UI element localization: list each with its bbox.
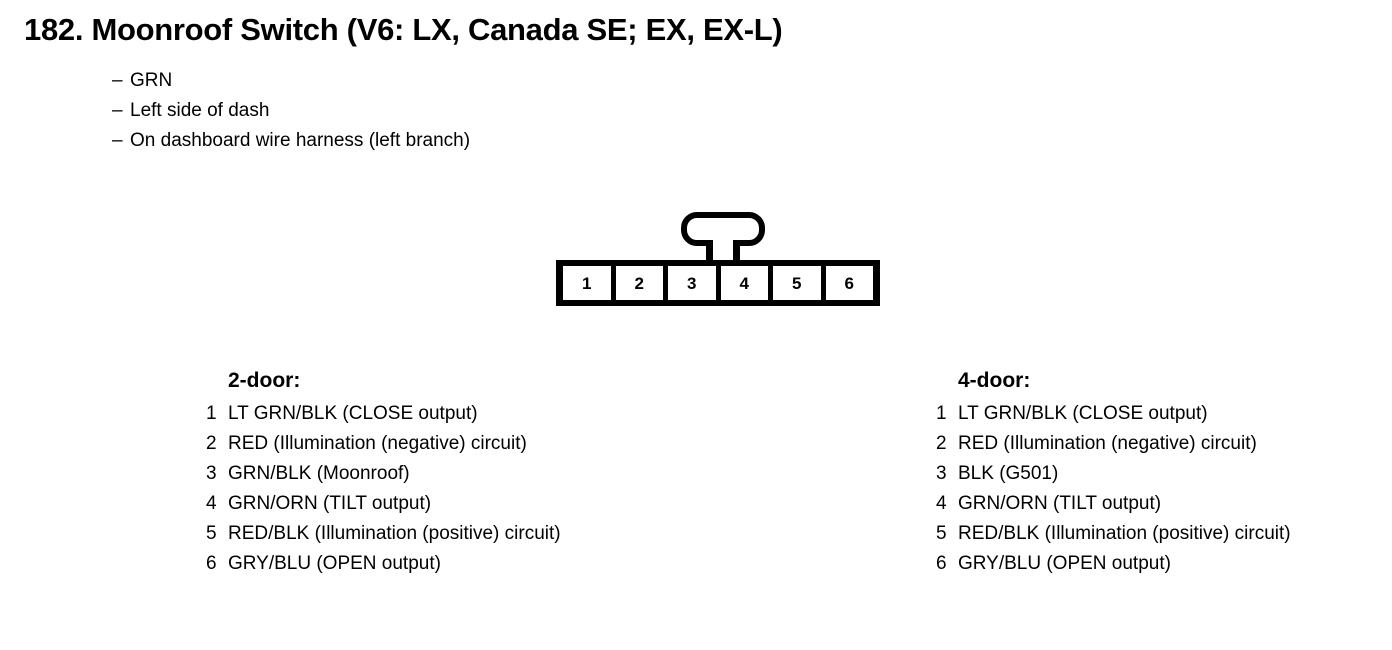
pin-description: GRN/ORN (TILT output) [958, 493, 1162, 514]
pin-table-heading: 4-door: [958, 369, 1031, 392]
pin-description: RED (Illumination (negative) circuit) [958, 433, 1257, 454]
connector-pin-6: 6 [825, 266, 873, 300]
connector-pin-4: 4 [720, 266, 768, 300]
connector-note: –Left side of dash [112, 96, 470, 126]
pin-description: GRY/BLU (OPEN output) [228, 553, 441, 574]
pin-number: 3 [936, 463, 947, 484]
pin-number: 5 [206, 523, 217, 544]
connector-pin-2: 2 [615, 266, 663, 300]
note-dash-marker: – [112, 130, 123, 151]
pin-description: BLK (G501) [958, 463, 1059, 484]
connector-pin-5: 5 [773, 266, 821, 300]
pin-description: RED/BLK (Illumination (positive) circuit… [958, 523, 1291, 544]
connector-note: –On dashboard wire harness (left branch) [112, 126, 470, 156]
pin-row: 1 LT GRN/BLK (CLOSE output) [206, 399, 561, 429]
pin-row: 4 GRN/ORN (TILT output) [206, 489, 561, 519]
pin-table-4-door: 4-door: 1 LT GRN/BLK (CLOSE output) 2 RED … [936, 370, 1291, 579]
pin-row: 3 BLK (G501) [936, 459, 1291, 489]
pin-table-2-door: 2-door: 1 LT GRN/BLK (CLOSE output) 2 RED … [206, 370, 561, 579]
pin-description: GRN/ORN (TILT output) [228, 493, 432, 514]
pin-number: 4 [206, 493, 217, 514]
pin-description: LT GRN/BLK (CLOSE output) [958, 403, 1208, 424]
pin-description: RED (Illumination (negative) circuit) [228, 433, 527, 454]
connector-pin-1: 1 [563, 266, 611, 300]
pin-number: 2 [206, 433, 217, 454]
pin-number: 3 [206, 463, 217, 484]
pin-row: 5 RED/BLK (Illumination (positive) circui… [936, 519, 1291, 549]
pin-table-heading: 2-door: [228, 369, 301, 392]
pin-row: 3 GRN/BLK (Moonroof) [206, 459, 561, 489]
connector-note: –GRN [112, 66, 470, 96]
pin-row: 6 GRY/BLU (OPEN output) [936, 549, 1291, 579]
pin-row: 2 RED (Illumination (negative) circuit) [206, 429, 561, 459]
pin-description: GRY/BLU (OPEN output) [958, 553, 1171, 574]
pin-row: 1 LT GRN/BLK (CLOSE output) [936, 399, 1291, 429]
pin-description: RED/BLK (Illumination (positive) circuit… [228, 523, 561, 544]
pin-number: 1 [206, 403, 217, 424]
note-dash-marker: – [112, 70, 123, 91]
note-dash-marker: – [112, 100, 123, 121]
pin-row: 4 GRN/ORN (TILT output) [936, 489, 1291, 519]
pin-row: 5 RED/BLK (Illumination (positive) circui… [206, 519, 561, 549]
pin-number: 6 [936, 553, 947, 574]
connector-latch-icon [681, 212, 765, 266]
note-text: On dashboard wire harness (left branch) [130, 130, 471, 151]
pin-number: 4 [936, 493, 947, 514]
connector-notes-list: –GRN –Left side of dash –On dashboard wi… [112, 66, 470, 156]
page-title: 182. Moonroof Switch (V6: LX, Canada SE;… [24, 12, 783, 47]
pin-row: 2 RED (Illumination (negative) circuit) [936, 429, 1291, 459]
note-text: Left side of dash [130, 100, 270, 121]
pin-number: 2 [936, 433, 947, 454]
connector-diagram: 1 2 3 4 5 6 [556, 212, 886, 310]
pin-number: 5 [936, 523, 947, 544]
pin-row-list: 1 LT GRN/BLK (CLOSE output) 2 RED (Illumin… [206, 399, 561, 579]
pin-description: GRN/BLK (Moonroof) [228, 463, 410, 484]
note-text: GRN [130, 70, 173, 91]
pin-number: 6 [206, 553, 217, 574]
pin-number: 1 [936, 403, 947, 424]
pin-row-list: 1 LT GRN/BLK (CLOSE output) 2 RED (Illumin… [936, 399, 1291, 579]
pin-description: LT GRN/BLK (CLOSE output) [228, 403, 478, 424]
connector-body: 1 2 3 4 5 6 [556, 260, 880, 306]
pin-row: 6 GRY/BLU (OPEN output) [206, 549, 561, 579]
connector-pin-3: 3 [668, 266, 716, 300]
